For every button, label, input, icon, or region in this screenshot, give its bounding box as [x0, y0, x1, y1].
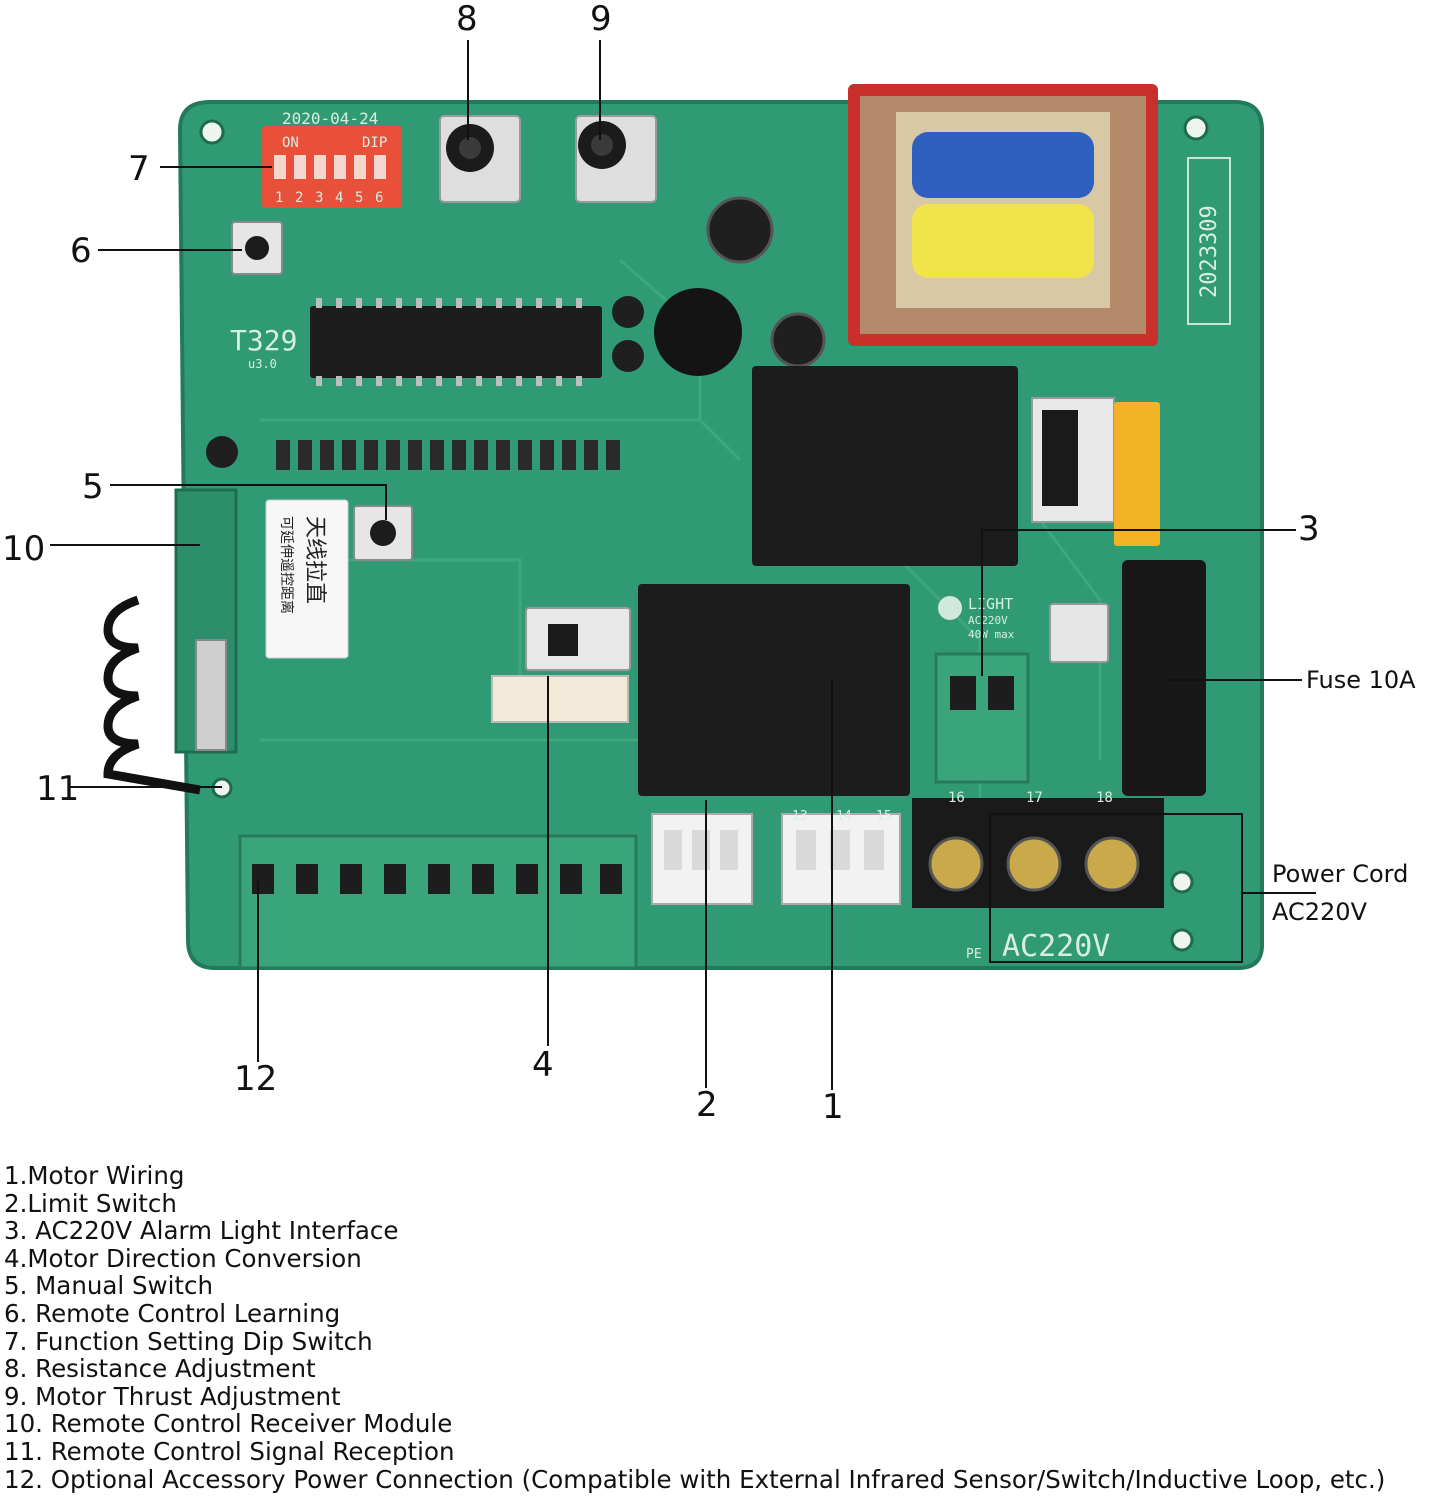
receiver-module	[174, 488, 238, 754]
fuse-holder	[1122, 560, 1206, 796]
light-marking: LIGHT AC220V 40W max	[938, 595, 1015, 641]
callout-9: 9	[590, 0, 612, 39]
sticker-line-2: 可延伸遥控距离	[278, 516, 295, 614]
learn-button	[231, 221, 283, 275]
legend-item: 5. Manual Switch	[4, 1271, 213, 1301]
legend-item: 3. AC220V Alarm Light Interface	[4, 1216, 399, 1246]
dip-num-6: 6	[375, 190, 383, 206]
terminal-ac-label: AC220V	[1002, 929, 1110, 964]
power-voltage-label: AC220V	[1272, 898, 1368, 926]
callout-7: 7	[128, 149, 150, 189]
legend-item: 6. Remote Control Learning	[4, 1298, 341, 1328]
serial-marking: 2023309	[1187, 157, 1231, 325]
callout-8: 8	[456, 0, 478, 39]
limit-switch-connector	[651, 813, 753, 905]
callout-5: 5	[82, 467, 104, 507]
white-connector	[491, 675, 629, 723]
relay-upper	[752, 366, 1018, 566]
power-cord-label: Power Cord	[1272, 860, 1408, 888]
microcontroller-chip	[310, 298, 602, 386]
smd-resistor-row	[276, 440, 620, 470]
antenna-sticker: 天线拉直 可延伸遥控距离	[265, 499, 349, 659]
dip-num-1: 1	[275, 190, 283, 206]
antenna-coil	[103, 595, 201, 795]
board-model: T329	[230, 324, 297, 357]
power-terminal-block	[912, 798, 1164, 908]
mounting-holes	[199, 115, 1209, 952]
board-date: 2020-04-24	[282, 109, 378, 128]
board-serial: 2023309	[1197, 205, 1222, 298]
callout-lines	[50, 40, 1316, 1090]
dip-switch: ON DIP 1 2 3 4 5 6	[262, 126, 402, 208]
heatsink	[1031, 397, 1115, 523]
dip-on-label: ON	[282, 135, 299, 151]
manual-switch	[353, 505, 413, 561]
light-title: LIGHT	[968, 595, 1013, 613]
direction-slide-switch	[525, 607, 631, 671]
dip-num-2: 2	[295, 190, 303, 206]
callout-12: 12	[234, 1059, 277, 1099]
terminal-num-17: 17	[1026, 790, 1043, 806]
dip-num-4: 4	[335, 190, 343, 206]
connector-num-13: 13	[792, 809, 808, 824]
terminal-num-18: 18	[1096, 790, 1113, 806]
dip-dip-label: DIP	[362, 135, 387, 151]
board-version: u3.0	[248, 357, 277, 371]
capacitors	[206, 196, 826, 468]
light-voltage: AC220V	[968, 614, 1008, 627]
callout-2: 2	[696, 1085, 718, 1125]
callout-4: 4	[532, 1045, 554, 1085]
terminal-num-16: 16	[948, 790, 965, 806]
motor-wiring-connector	[781, 813, 901, 905]
optocoupler	[1049, 603, 1109, 663]
board-figure: ON DIP 1 2 3 4 5 6 2020-04-24	[2, 0, 1416, 1127]
power-cord-box	[989, 813, 1243, 963]
sticker-line-1: 天线拉直	[302, 516, 327, 604]
legend-item: 9. Motor Thrust Adjustment	[4, 1381, 341, 1411]
dip-num-5: 5	[355, 190, 363, 206]
legend-item: 2.Limit Switch	[4, 1188, 177, 1218]
legend-item: 8. Resistance Adjustment	[4, 1354, 316, 1384]
legend-item: 4.Motor Direction Conversion	[4, 1243, 362, 1273]
legend-item: 10. Remote Control Receiver Module	[4, 1409, 453, 1439]
yellow-capacitor	[1114, 402, 1160, 546]
callout-11: 11	[36, 769, 79, 809]
legend-item: 1.Motor Wiring	[4, 1161, 185, 1190]
fuse-label: Fuse 10A	[1306, 666, 1416, 694]
transformer	[848, 84, 1158, 346]
legend-list: 1.Motor Wiring 2.Limit Switch 3. AC220V …	[4, 1162, 1385, 1493]
accessory-terminal-block	[238, 834, 638, 970]
callout-3: 3	[1298, 509, 1320, 549]
potentiometer-resistance	[439, 115, 521, 203]
potentiometer-thrust	[575, 115, 657, 203]
callout-10: 10	[2, 529, 45, 569]
dip-num-3: 3	[315, 190, 323, 206]
light-wattage: 40W max	[968, 628, 1015, 641]
legend-item: 12. Optional Accessory Power Connection …	[4, 1464, 1386, 1494]
connector-num-15: 15	[876, 809, 892, 824]
legend-item: 7. Function Setting Dip Switch	[4, 1326, 373, 1356]
callout-1: 1	[822, 1087, 844, 1127]
pe-label: PE	[966, 947, 982, 962]
connector-num-14: 14	[836, 809, 852, 824]
buzzer	[654, 288, 742, 376]
relay-lower	[638, 584, 910, 796]
callout-6: 6	[70, 231, 92, 271]
legend-item: 11. Remote Control Signal Reception	[4, 1436, 455, 1466]
